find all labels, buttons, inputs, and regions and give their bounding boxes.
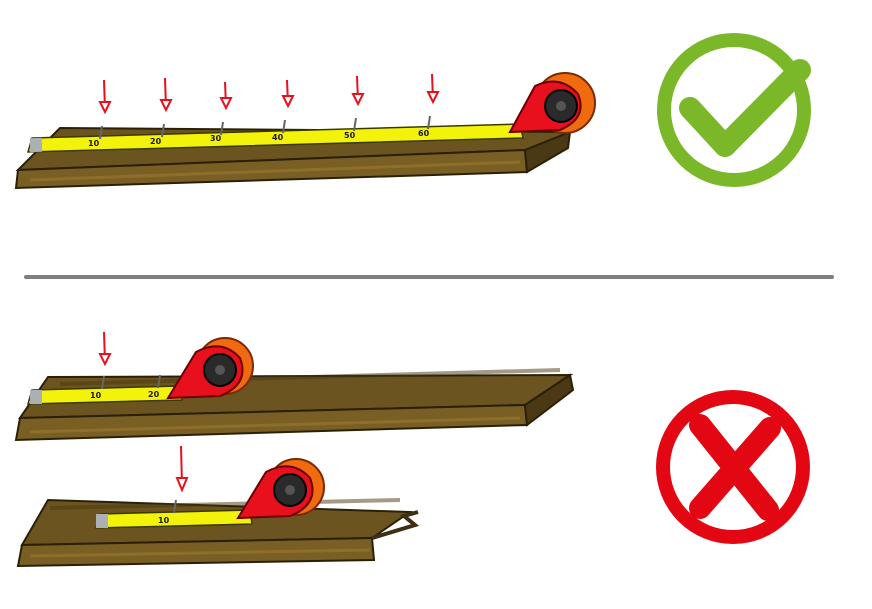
lower-board xyxy=(16,498,420,568)
incorrect-example: 10 20 10 xyxy=(14,331,575,568)
cross-circle-icon xyxy=(656,390,810,544)
tick-label: 50 xyxy=(344,131,356,140)
correct-example: 10 20 30 40 50 60 xyxy=(14,72,596,190)
tick-label: 10 xyxy=(88,139,100,148)
tick-label: 20 xyxy=(150,137,162,146)
check-circle-icon xyxy=(657,33,811,187)
down-arrow-icon xyxy=(281,79,295,109)
tick-label: 60 xyxy=(418,129,430,138)
tape-strip xyxy=(26,123,524,153)
tick-mark xyxy=(173,499,177,514)
down-arrow-icon xyxy=(175,445,189,493)
upper-tape-strip xyxy=(26,385,183,405)
tape-measure-case xyxy=(166,337,254,400)
tick-label: 10 xyxy=(90,391,102,400)
down-arrow-icon xyxy=(219,81,233,111)
tape-measure-case xyxy=(508,72,596,134)
tick-label: 40 xyxy=(272,133,284,142)
upper-board xyxy=(14,368,575,442)
down-arrow-icon xyxy=(426,73,440,105)
down-arrow-icon xyxy=(351,75,365,107)
measurement-arrows xyxy=(98,73,440,115)
down-arrow-icon xyxy=(98,79,112,115)
tick-mark xyxy=(157,374,161,389)
tick-mark xyxy=(101,375,105,390)
tick-label: 20 xyxy=(148,390,160,399)
down-arrow-icon xyxy=(159,77,173,113)
tick-label: 30 xyxy=(210,134,222,143)
tape-measure-case xyxy=(236,458,325,520)
down-arrow-icon xyxy=(98,331,112,367)
lower-tape-strip xyxy=(94,509,253,529)
tick-label: 10 xyxy=(158,516,170,525)
tick-labels: 10 20 30 40 50 60 xyxy=(88,129,430,148)
tick-marks xyxy=(99,115,431,140)
